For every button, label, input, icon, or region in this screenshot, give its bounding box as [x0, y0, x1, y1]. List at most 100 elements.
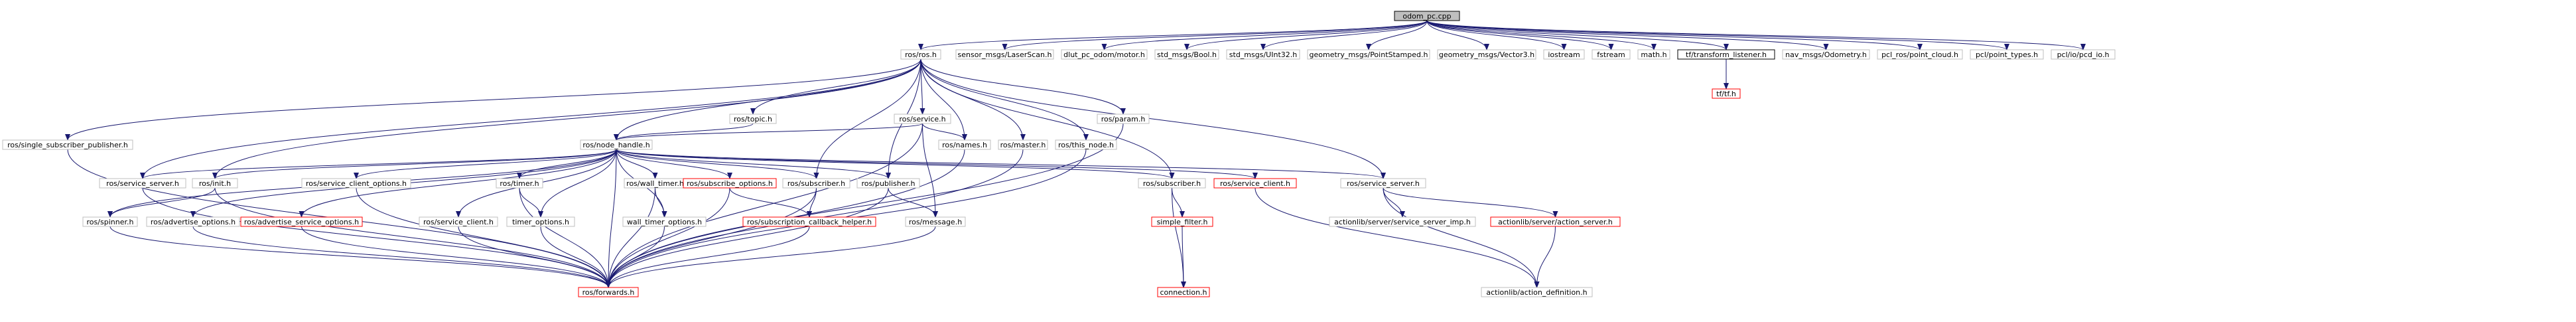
node-init[interactable]: ros/init.h — [192, 178, 238, 189]
node-srvserver2[interactable]: ros/service_server.h — [1340, 178, 1426, 189]
node-label: ros/service_client_options.h — [306, 179, 407, 188]
node-simplefilter[interactable]: simple_filter.h — [1151, 216, 1213, 227]
node-box — [894, 114, 951, 124]
node-srvserverimp[interactable]: actionlib/server/service_server_imp.h — [1329, 216, 1476, 227]
node-param[interactable]: ros/param.h — [1097, 114, 1150, 124]
node-srvserver[interactable]: ros/service_server.h — [99, 178, 186, 189]
edge-srvserver-to-forwards — [142, 187, 611, 288]
node-subscriber2[interactable]: ros/subscriber.h — [1138, 178, 1206, 189]
node-iostream[interactable]: iostream — [1543, 49, 1585, 60]
node-subopts[interactable]: ros/subscribe_options.h — [683, 178, 777, 189]
node-box — [1592, 49, 1631, 60]
node-bool[interactable]: std_msgs/Bool.h — [1154, 49, 1219, 60]
node-box — [506, 216, 575, 227]
node-single[interactable]: ros/single_subscriber_publisher.h — [2, 139, 133, 150]
node-label: actionlib/server/service_server_imp.h — [1334, 218, 1471, 226]
node-pclros[interactable]: pcl_ros/point_cloud.h — [1877, 49, 1963, 60]
node-box — [419, 216, 498, 227]
node-walltimer[interactable]: ros/wall_timer.h — [624, 178, 687, 189]
edge-odom-to-rosh — [918, 20, 1428, 50]
node-actiondef[interactable]: actionlib/action_definition.h — [1481, 287, 1593, 297]
node-math[interactable]: math.h — [1637, 49, 1670, 60]
node-label: sensor_msgs/LaserScan.h — [958, 50, 1052, 59]
node-label: wall_timer_options.h — [627, 218, 702, 226]
node-tflistener[interactable]: tf/transform_listener.h — [1677, 49, 1775, 60]
edge-odom-to-ptstamped — [1366, 20, 1428, 50]
node-label: ros/forwards.h — [582, 288, 635, 297]
node-message[interactable]: ros/message.h — [905, 216, 966, 227]
edge-subopts-to-forwards — [606, 187, 730, 288]
node-label: ros/message.h — [909, 218, 962, 226]
node-master[interactable]: ros/master.h — [998, 139, 1048, 150]
node-box — [301, 178, 411, 189]
node-srvclientmissing[interactable]: ros/service_client.h — [1213, 178, 1297, 189]
node-pcltypes[interactable]: pcl/point_types.h — [1970, 49, 2044, 60]
node-thisnode[interactable]: ros/this_node.h — [1055, 139, 1117, 150]
node-box — [1340, 178, 1426, 189]
edge-rosh-to-subscriber2 — [920, 58, 1175, 179]
node-tftf[interactable]: tf/tf.h — [1712, 88, 1741, 99]
node-subcb[interactable]: ros/subscription_callback_helper.h — [742, 216, 876, 227]
node-box — [856, 178, 920, 189]
node-box — [1490, 216, 1621, 227]
node-spinner[interactable]: ros/spinner.h — [82, 216, 138, 227]
node-label: timer_options.h — [512, 218, 569, 226]
node-motor[interactable]: dlut_pc_odom/motor.h — [1061, 49, 1148, 60]
node-advsrvopts[interactable]: ros/advertise_service_options.h — [240, 216, 363, 227]
edge-nodehandle-to-srvclientmissing — [616, 149, 1258, 179]
node-forwards[interactable]: ros/forwards.h — [578, 287, 639, 297]
node-connection[interactable]: connection.h — [1157, 287, 1210, 297]
node-label: ros/service_server.h — [106, 179, 179, 188]
node-timer[interactable]: ros/timer.h — [496, 178, 543, 189]
node-vector3[interactable]: geometry_msgs/Vector3.h — [1437, 49, 1536, 60]
node-label: ros/single_subscriber_publisher.h — [7, 141, 128, 149]
node-pclio[interactable]: pcl/io/pcd_io.h — [2051, 49, 2116, 60]
node-advopts[interactable]: ros/advertise_options.h — [146, 216, 240, 227]
edge-rosh-to-srvserver — [140, 58, 921, 179]
node-nodehandle[interactable]: ros/node_handle.h — [580, 139, 653, 150]
node-label: tf/transform_listener.h — [1686, 50, 1767, 59]
node-box — [240, 216, 363, 227]
node-box — [938, 139, 991, 150]
node-actionserver[interactable]: actionlib/server/action_server.h — [1490, 216, 1621, 227]
edge-odom-to-fstream — [1426, 20, 1614, 50]
edge-rosh-to-init — [212, 58, 921, 179]
node-box — [580, 139, 653, 150]
node-timeropts[interactable]: timer_options.h — [506, 216, 575, 227]
node-box — [1543, 49, 1585, 60]
edge-advopts-to-forwards — [192, 226, 611, 288]
edge-odom-to-uint32 — [1260, 20, 1428, 50]
node-topic[interactable]: ros/topic.h — [729, 114, 777, 124]
node-subscriber[interactable]: ros/subscriber.h — [782, 178, 850, 189]
edge-srvclient-to-forwards — [458, 226, 611, 288]
node-names[interactable]: ros/names.h — [938, 139, 991, 150]
node-label: ros/publisher.h — [862, 179, 915, 188]
edge-odom-to-pclros — [1426, 20, 1923, 50]
node-label: ros/topic.h — [734, 115, 772, 123]
edge-rosh-to-names — [920, 58, 967, 141]
node-rosh[interactable]: ros/ros.h — [900, 49, 941, 60]
edge-rosh-to-single — [65, 58, 921, 141]
node-srvclient[interactable]: ros/service_client.h — [419, 216, 498, 227]
edge-rosh-to-topic — [750, 58, 921, 115]
node-ptstamped[interactable]: geometry_msgs/PointStamped.h — [1307, 49, 1430, 60]
node-publisher[interactable]: ros/publisher.h — [856, 178, 920, 189]
node-odom[interactable]: odom_pc.cpp — [1394, 11, 1460, 21]
node-service[interactable]: ros/service.h — [894, 114, 951, 124]
node-box — [1157, 287, 1210, 297]
node-srvclientopt[interactable]: ros/service_client_options.h — [301, 178, 411, 189]
node-label: connection.h — [1160, 288, 1207, 297]
node-laser[interactable]: sensor_msgs/LaserScan.h — [955, 49, 1054, 60]
node-walltimeropts[interactable]: wall_timer_options.h — [622, 216, 707, 227]
node-box — [1151, 216, 1213, 227]
node-box — [578, 287, 639, 297]
node-odometry[interactable]: nav_msgs/Odometry.h — [1782, 49, 1870, 60]
node-label: ros/service_server.h — [1347, 179, 1420, 188]
edge-service-to-nodehandle — [614, 123, 923, 141]
node-box — [1213, 178, 1297, 189]
node-label: ros/service.h — [899, 115, 945, 123]
node-uint32[interactable]: std_msgs/UInt32.h — [1226, 49, 1300, 60]
edge-advsrvopts-to-forwards — [301, 226, 611, 288]
node-fstream[interactable]: fstream — [1592, 49, 1631, 60]
